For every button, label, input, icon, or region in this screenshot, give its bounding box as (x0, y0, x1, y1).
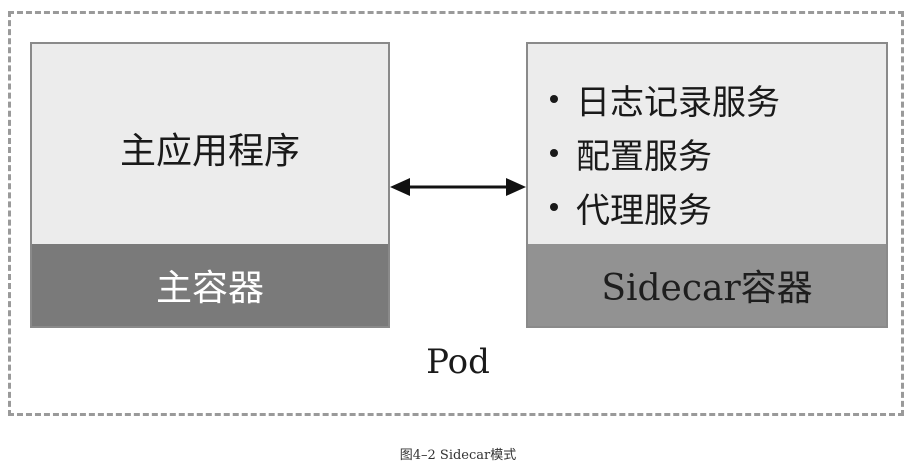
main-container-footer: 主容器 (32, 244, 388, 326)
main-container-box: 主应用程序 主容器 (30, 42, 390, 328)
sidecar-service-list: 日志记录服务 配置服务 代理服务 (550, 72, 780, 234)
figure-caption: 图4–2 Sidecar模式 (399, 448, 517, 463)
sidecar-container-footer: Sidecar容器 (528, 244, 886, 326)
main-app-label: 主应用程序 (119, 131, 300, 172)
pod-boundary (8, 11, 904, 416)
service-item-logging: 日志记录服务 (550, 72, 780, 126)
bullet-icon (550, 203, 558, 211)
service-label: 代理服务 (576, 190, 712, 231)
pod-label: Pod (426, 342, 490, 382)
service-label: 配置服务 (576, 136, 712, 177)
bullet-icon (550, 149, 558, 157)
service-item-config: 配置服务 (550, 126, 780, 180)
sidecar-container-box: 日志记录服务 配置服务 代理服务 Sidecar容器 (526, 42, 888, 328)
bullet-icon (550, 95, 558, 103)
service-label: 日志记录服务 (576, 82, 780, 123)
service-item-proxy: 代理服务 (550, 180, 780, 234)
bidirectional-arrow-icon (390, 178, 526, 196)
